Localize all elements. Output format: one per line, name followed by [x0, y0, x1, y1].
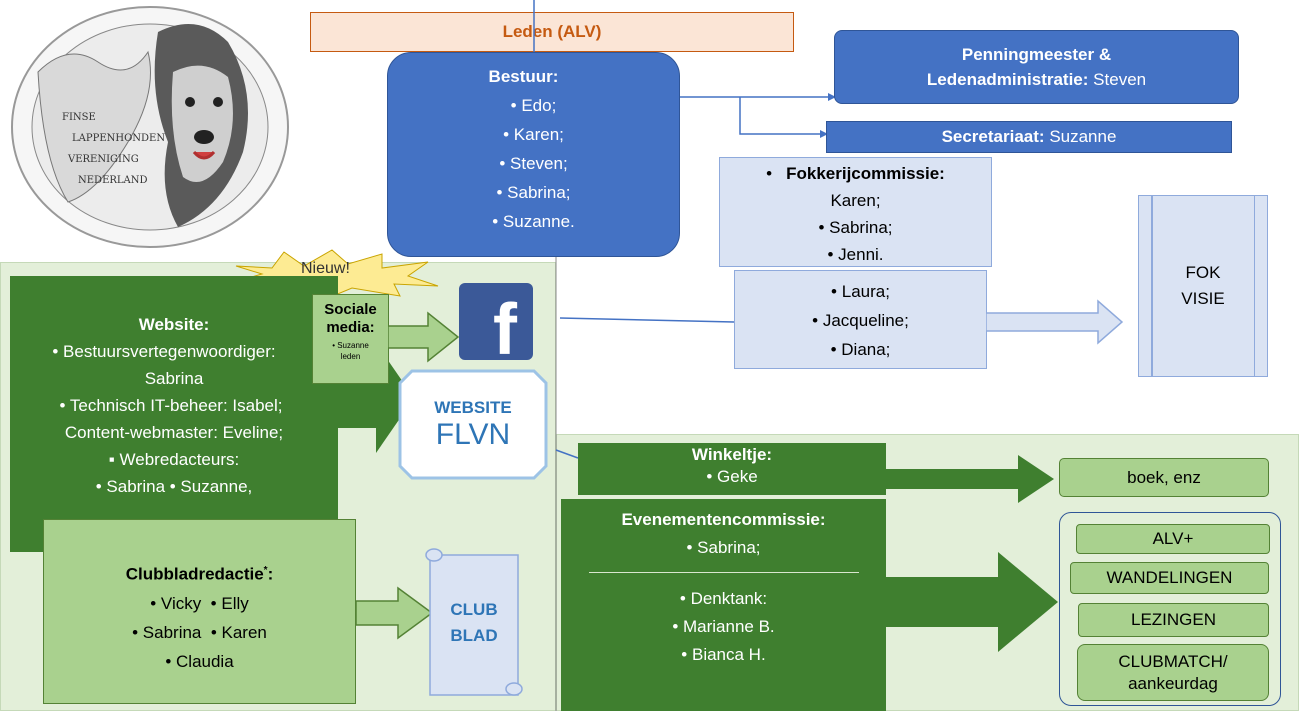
secretariaat-line: Secretariaat: Suzanne: [941, 127, 1117, 146]
fokkerij-member: Jenni.: [720, 241, 991, 268]
event-clubmatch: CLUBMATCH/ aankeurdag: [1077, 644, 1269, 701]
evenementen-box: Evenementencommissie: • Sabrina; • Denkt…: [561, 499, 886, 711]
sociale-sub: • Suzanne: [332, 341, 369, 350]
clubblad-row: • Vicky • Elly: [150, 593, 249, 613]
evenementen-member: • Sabrina;: [686, 538, 761, 557]
evenementen-divider: [588, 572, 859, 573]
website-line: • Technisch IT-beheer: Isabel;: [59, 396, 283, 415]
clubblad-arrow: [356, 586, 434, 640]
clubblad-row: • Claudia: [165, 651, 234, 671]
sociale-title: Sociale: [324, 301, 377, 318]
fokkerij-box-bottom: Laura; Jacqueline; Diana;: [734, 270, 987, 369]
website-badge[interactable]: WEBSITE FLVN: [398, 369, 548, 480]
website-line: • Sabrina • Suzanne,: [95, 477, 253, 496]
leden-alv-box: Leden (ALV): [310, 12, 794, 52]
clubblad-box: Clubbladredactie*: • Vicky • Elly • Sabr…: [43, 519, 356, 704]
leden-label: Leden (ALV): [502, 22, 602, 41]
bestuur-member: Sabrina;: [388, 178, 679, 207]
website-title: Website:: [138, 315, 210, 334]
event-lezingen: LEZINGEN: [1078, 603, 1269, 637]
fokkerij-member: Laura;: [735, 277, 986, 306]
fokvisie-arrow: [986, 299, 1124, 345]
website-line: Content-webmaster: Eveline;: [64, 423, 284, 442]
bestuur-member: Steven;: [388, 149, 679, 178]
boek-box: boek, enz: [1059, 458, 1269, 497]
denktank-title: • Denktank:: [679, 589, 768, 608]
penningmeester-title: Penningmeester &: [961, 45, 1112, 64]
fokkerij-member: Karen;: [830, 191, 881, 210]
event-wandelingen: WANDELINGEN: [1070, 562, 1269, 594]
clubblad-scroll-line1: CLUB: [450, 599, 498, 619]
website-line: Sabrina: [144, 369, 204, 388]
event-alv: ALV+: [1076, 524, 1270, 554]
ledenadministratie-line: Ledenadministratie: Steven: [926, 70, 1147, 89]
sociale-title: media:: [326, 319, 375, 336]
clubblad-row: • Sabrina • Karen: [132, 622, 267, 642]
website-line: ▪ Webredacteurs:: [108, 450, 240, 469]
bestuur-members: Edo; Karen; Steven; Sabrina; Suzanne.: [388, 91, 679, 236]
bestuur-member: Suzanne.: [388, 207, 679, 236]
evenementen-title: Evenementencommissie:: [621, 510, 826, 529]
fokkerij-member: Sabrina;: [720, 214, 991, 241]
winkeltje-title: Winkeltje:: [691, 445, 773, 464]
fokkerij-title: •Fokkerijcommissie:: [766, 164, 945, 183]
website-line: • Bestuursvertegenwoordiger:: [52, 342, 276, 361]
nieuw-label: Nieuw!: [301, 260, 350, 277]
fokkerij-member: Jacqueline;: [735, 306, 986, 335]
winkeltje-member: • Geke: [706, 467, 758, 486]
fokkerij-box-top: •Fokkerijcommissie: Karen; Sabrina; Jenn…: [719, 157, 992, 267]
club-logo: FINSE LAPPENHONDEN VERENIGING NEDERLAND: [8, 2, 293, 252]
sociale-sub: leden: [340, 352, 361, 361]
clubblad-scroll-line2: BLAD: [450, 625, 498, 645]
secretariaat-box: Secretariaat: Suzanne: [826, 121, 1232, 153]
bestuur-member: Edo;: [388, 91, 679, 120]
bestuur-box: Bestuur: Edo; Karen; Steven; Sabrina; Su…: [387, 52, 680, 257]
website-badge-line2: FLVN: [435, 417, 511, 451]
website-badge-line1: WEBSITE: [434, 397, 512, 417]
clubblad-title: Clubbladredactie*:: [125, 564, 274, 584]
sociale-media-box: Sociale media: • Suzanne leden: [312, 294, 389, 384]
boek-label: boek, enz: [1127, 467, 1201, 487]
denktank-member: • Marianne B.: [672, 617, 775, 636]
penningmeester-box: Penningmeester & Ledenadministratie: Ste…: [834, 30, 1239, 104]
logo-text: FINSE LAPPENHONDEN VERENIGING NEDERLAND: [62, 112, 166, 186]
sociale-arrow: [388, 311, 460, 363]
bestuur-title: Bestuur:: [488, 67, 559, 86]
fokvisie-line1: FOK: [1185, 263, 1221, 282]
facebook-icon[interactable]: f: [459, 283, 533, 366]
fokvisie-line2: VISIE: [1181, 289, 1225, 308]
website-box: Website: • Bestuursvertegenwoordiger: Sa…: [10, 276, 338, 552]
winkeltje-box: Winkeltje: • Geke: [578, 443, 886, 495]
fokvisie-book: FOK VISIE: [1138, 195, 1268, 377]
winkeltje-arrow: [886, 455, 1054, 503]
clubblad-scroll[interactable]: CLUB BLAD: [420, 545, 528, 700]
denktank-member: • Bianca H.: [681, 645, 766, 664]
evenementen-arrow: [886, 552, 1058, 652]
fokkerij-member: Diana;: [735, 335, 986, 364]
bestuur-member: Karen;: [388, 120, 679, 149]
